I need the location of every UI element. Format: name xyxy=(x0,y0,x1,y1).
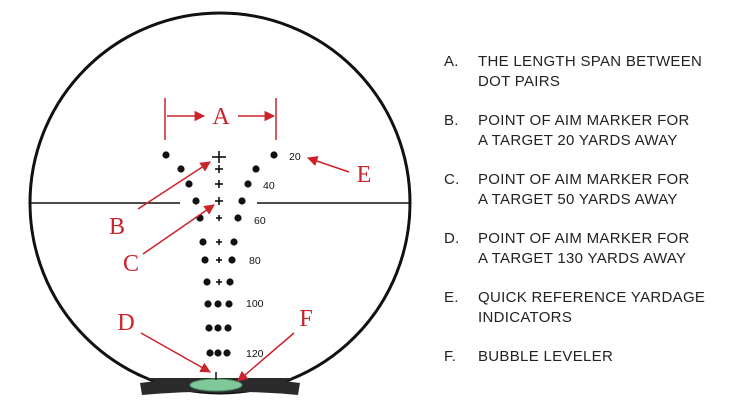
legend-letter: F. xyxy=(444,348,457,365)
legend-item-b: B. POINT OF AIM MARKER FOR A TARGET 20 Y… xyxy=(444,111,734,151)
callout-d-label: D xyxy=(117,310,134,336)
legend-item-f: F. BUBBLE LEVELER xyxy=(444,347,734,367)
yardage-label-60: 60 xyxy=(254,215,266,227)
yardage-label-80: 80 xyxy=(249,255,261,267)
callout-b-label: B xyxy=(109,214,125,240)
bubble-level xyxy=(189,378,243,392)
legend: A. THE LENGTH SPAN BETWEEN DOT PAIRS B. … xyxy=(444,52,734,386)
legend-text: POINT OF AIM MARKER FOR A TARGET 50 YARD… xyxy=(478,171,690,208)
callout-c-label: C xyxy=(123,251,139,277)
yardage-label-100: 100 xyxy=(246,298,264,310)
legend-text: BUBBLE LEVELER xyxy=(478,348,614,365)
callout-e-label: E xyxy=(357,162,372,188)
legend-letter: C. xyxy=(444,171,460,188)
dot-grid xyxy=(162,151,278,357)
aim-markers xyxy=(212,151,226,285)
legend-text: POINT OF AIM MARKER FOR A TARGET 130 YAR… xyxy=(478,230,690,267)
callout-b-arrow xyxy=(137,161,211,210)
legend-text: THE LENGTH SPAN BETWEEN DOT PAIRS xyxy=(478,53,703,90)
legend-item-c: C. POINT OF AIM MARKER FOR A TARGET 50 Y… xyxy=(444,170,734,210)
legend-item-e: E. QUICK REFERENCE YARDAGE INDICATORS xyxy=(444,288,734,328)
legend-letter: E. xyxy=(444,289,459,306)
callout-e-arrow xyxy=(307,156,350,173)
legend-letter: A. xyxy=(444,53,459,70)
legend-text: QUICK REFERENCE YARDAGE INDICATORS xyxy=(478,289,706,326)
callout-a-span xyxy=(164,98,277,140)
yardage-label-40: 40 xyxy=(263,180,275,192)
yardage-label-120: 120 xyxy=(246,348,264,360)
legend-letter: D. xyxy=(444,230,460,247)
yardage-label-20: 20 xyxy=(289,151,301,163)
callout-f-arrow xyxy=(237,332,295,382)
callout-c-arrow xyxy=(142,204,215,255)
legend-item-a: A. THE LENGTH SPAN BETWEEN DOT PAIRS xyxy=(444,52,734,92)
scope-reticle-diagram: 20 40 60 80 100 120 A B C D E F xyxy=(28,11,412,395)
legend-item-d: D. POINT OF AIM MARKER FOR A TARGET 130 … xyxy=(444,229,734,269)
callout-a-label: A xyxy=(212,104,230,130)
legend-text: POINT OF AIM MARKER FOR A TARGET 20 YARD… xyxy=(478,112,690,149)
callout-f-label: F xyxy=(299,306,312,332)
legend-letter: B. xyxy=(444,112,459,129)
callout-d-arrow xyxy=(140,332,211,373)
